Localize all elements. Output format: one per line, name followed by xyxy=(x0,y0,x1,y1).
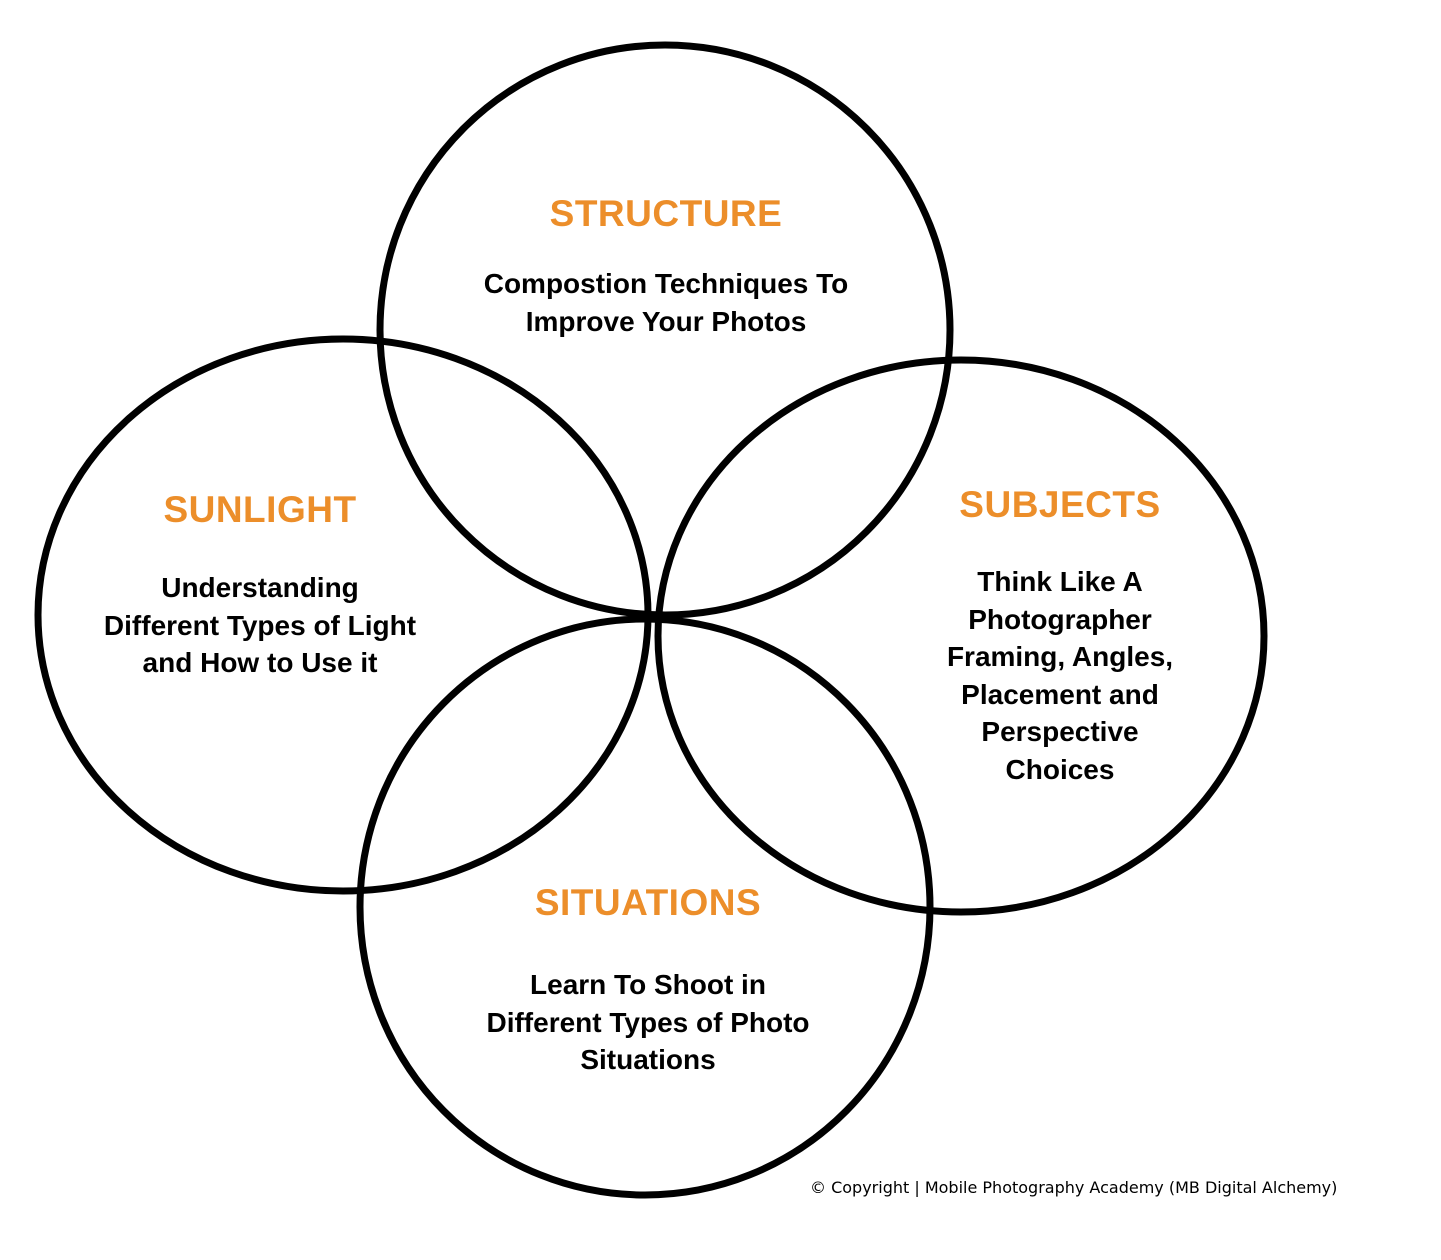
situations-region: SITUATIONS Learn To Shoot in Different T… xyxy=(398,881,898,1079)
subjects-description: Think Like A Photographer Framing, Angle… xyxy=(840,563,1280,788)
sunlight-circle xyxy=(34,335,652,895)
subjects-description-line: Choices xyxy=(1005,753,1115,785)
situations-title: SITUATIONS xyxy=(534,882,762,923)
structure-description: Compostion Techniques To Improve Your Ph… xyxy=(416,265,916,340)
situations-description-line: Situations xyxy=(580,1044,716,1075)
structure-description-line: Compostion Techniques To xyxy=(483,268,849,299)
subjects-description-line: Perspective xyxy=(981,716,1139,747)
situations-description: Learn To Shoot in Different Types of Pho… xyxy=(398,966,898,1079)
subjects-region: SUBJECTS Think Like A Photographer Frami… xyxy=(840,483,1280,788)
sunlight-description-line: Understanding xyxy=(161,572,359,603)
sunlight-title: SUNLIGHT xyxy=(163,489,357,530)
structure-description-line: Improve Your Photos xyxy=(525,305,807,337)
subjects-description-line: Think Like A xyxy=(977,566,1143,597)
situations-description-line: Learn To Shoot in xyxy=(530,969,766,1000)
subjects-title: SUBJECTS xyxy=(959,484,1161,525)
situations-description-line: Different Types of Photo xyxy=(486,1006,810,1038)
sunlight-region: SUNLIGHT Understanding Different Types o… xyxy=(20,488,500,682)
sunlight-description-line: and How to Use it xyxy=(142,647,378,678)
copyright-notice: © Copyright | Mobile Photography Academy… xyxy=(810,1178,1338,1197)
structure-circle xyxy=(376,41,954,619)
structure-title: STRUCTURE xyxy=(549,193,783,234)
subjects-description-line: Photographer xyxy=(968,603,1152,635)
subjects-description-line: Placement and xyxy=(961,678,1159,710)
situations-circle xyxy=(356,615,934,1199)
sunlight-description: Understanding Different Types of Light a… xyxy=(20,569,500,682)
subjects-description-line: Framing, Angles, xyxy=(946,641,1174,672)
subjects-circle xyxy=(654,356,1268,916)
sunlight-description-line: Different Types of Light xyxy=(103,609,417,641)
structure-region: STRUCTURE Compostion Techniques To Impro… xyxy=(416,192,916,340)
